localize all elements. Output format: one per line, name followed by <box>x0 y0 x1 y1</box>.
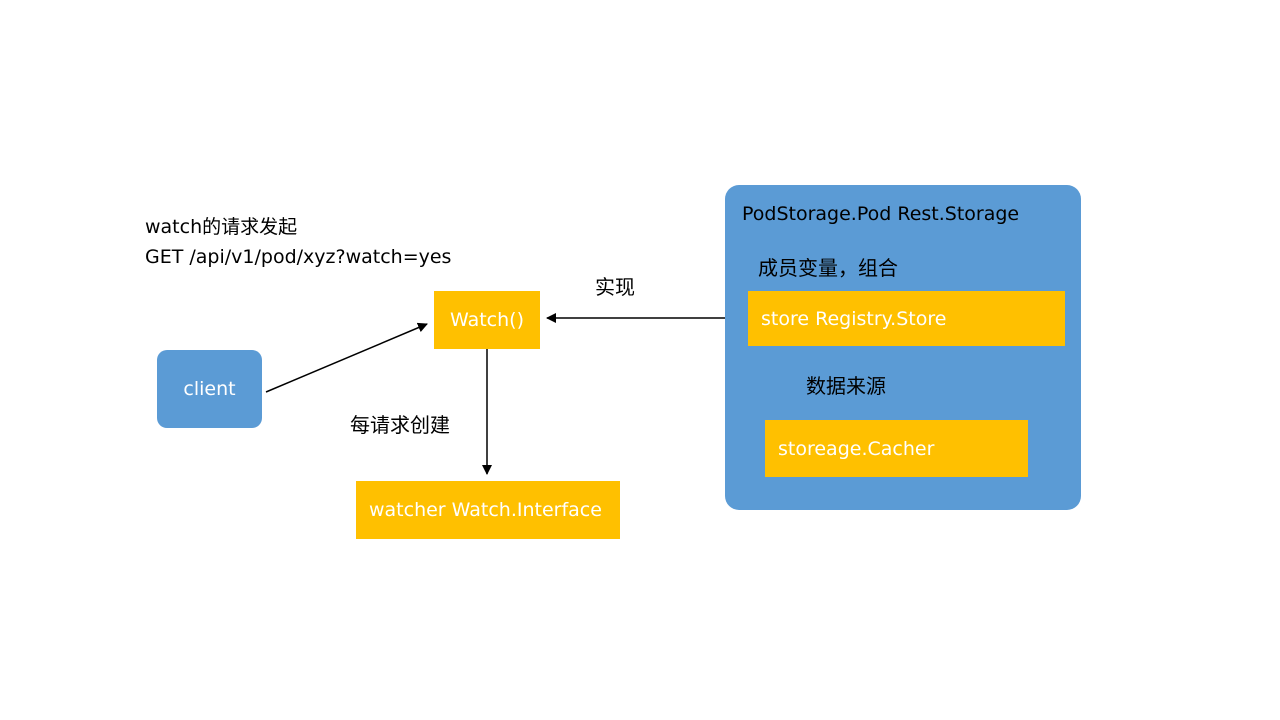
per-request-create-label: 每请求创建 <box>350 413 450 437</box>
watcher-interface-node: watcher Watch.Interface <box>356 481 620 539</box>
watch-function-node: Watch() <box>434 291 540 349</box>
storage-cacher-node: storeage.Cacher <box>765 420 1028 477</box>
arrow-client-to-watch <box>265 322 428 393</box>
client-node: client <box>157 350 262 428</box>
data-source-label: 数据来源 <box>806 374 886 398</box>
watch-request-annotation: watch的请求发起 GET /api/v1/pod/xyz?watch=yes <box>145 212 451 272</box>
store-registry-node: store Registry.Store <box>748 291 1065 346</box>
annotation-line-1: watch的请求发起 <box>145 216 298 238</box>
pod-storage-panel-title: PodStorage.Pod Rest.Storage <box>742 203 1020 225</box>
annotation-line-2: GET /api/v1/pod/xyz?watch=yes <box>145 246 452 268</box>
implements-label: 实现 <box>595 275 635 299</box>
member-composition-label: 成员变量，组合 <box>758 256 898 280</box>
